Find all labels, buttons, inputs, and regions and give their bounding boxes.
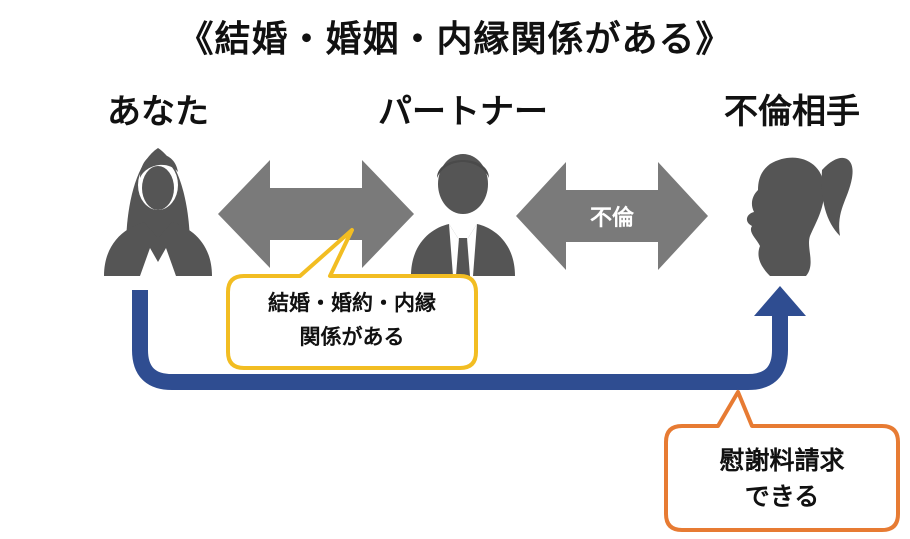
- diagram-title: 《結婚・婚姻・内縁関係がある》: [177, 19, 733, 60]
- label-affair: 不倫: [589, 206, 634, 231]
- label-affair-partner: 不倫相手: [724, 92, 860, 132]
- double-arrow-you-partner: [218, 160, 414, 268]
- claim-flow-arrowhead: [754, 286, 806, 316]
- double-arrow-partner-affair: [516, 162, 708, 270]
- marriage-bubble-line1: 結婚・婚約・内縁: [268, 291, 436, 315]
- woman-icon: [104, 148, 212, 276]
- label-you: あなた: [107, 92, 209, 132]
- label-partner: パートナー: [378, 92, 548, 132]
- claim-bubble-line2: できる: [744, 482, 820, 511]
- marriage-bubble-line2: 関係がある: [299, 325, 405, 349]
- businessman-icon: [411, 154, 515, 282]
- ponytail-woman-silhouette-icon: [746, 157, 853, 276]
- claim-flow-line: [132, 290, 788, 390]
- claim-bubble-line1: 慰謝料請求: [719, 446, 845, 475]
- claim-bubble: [664, 390, 900, 532]
- marriage-bubble: [226, 228, 478, 370]
